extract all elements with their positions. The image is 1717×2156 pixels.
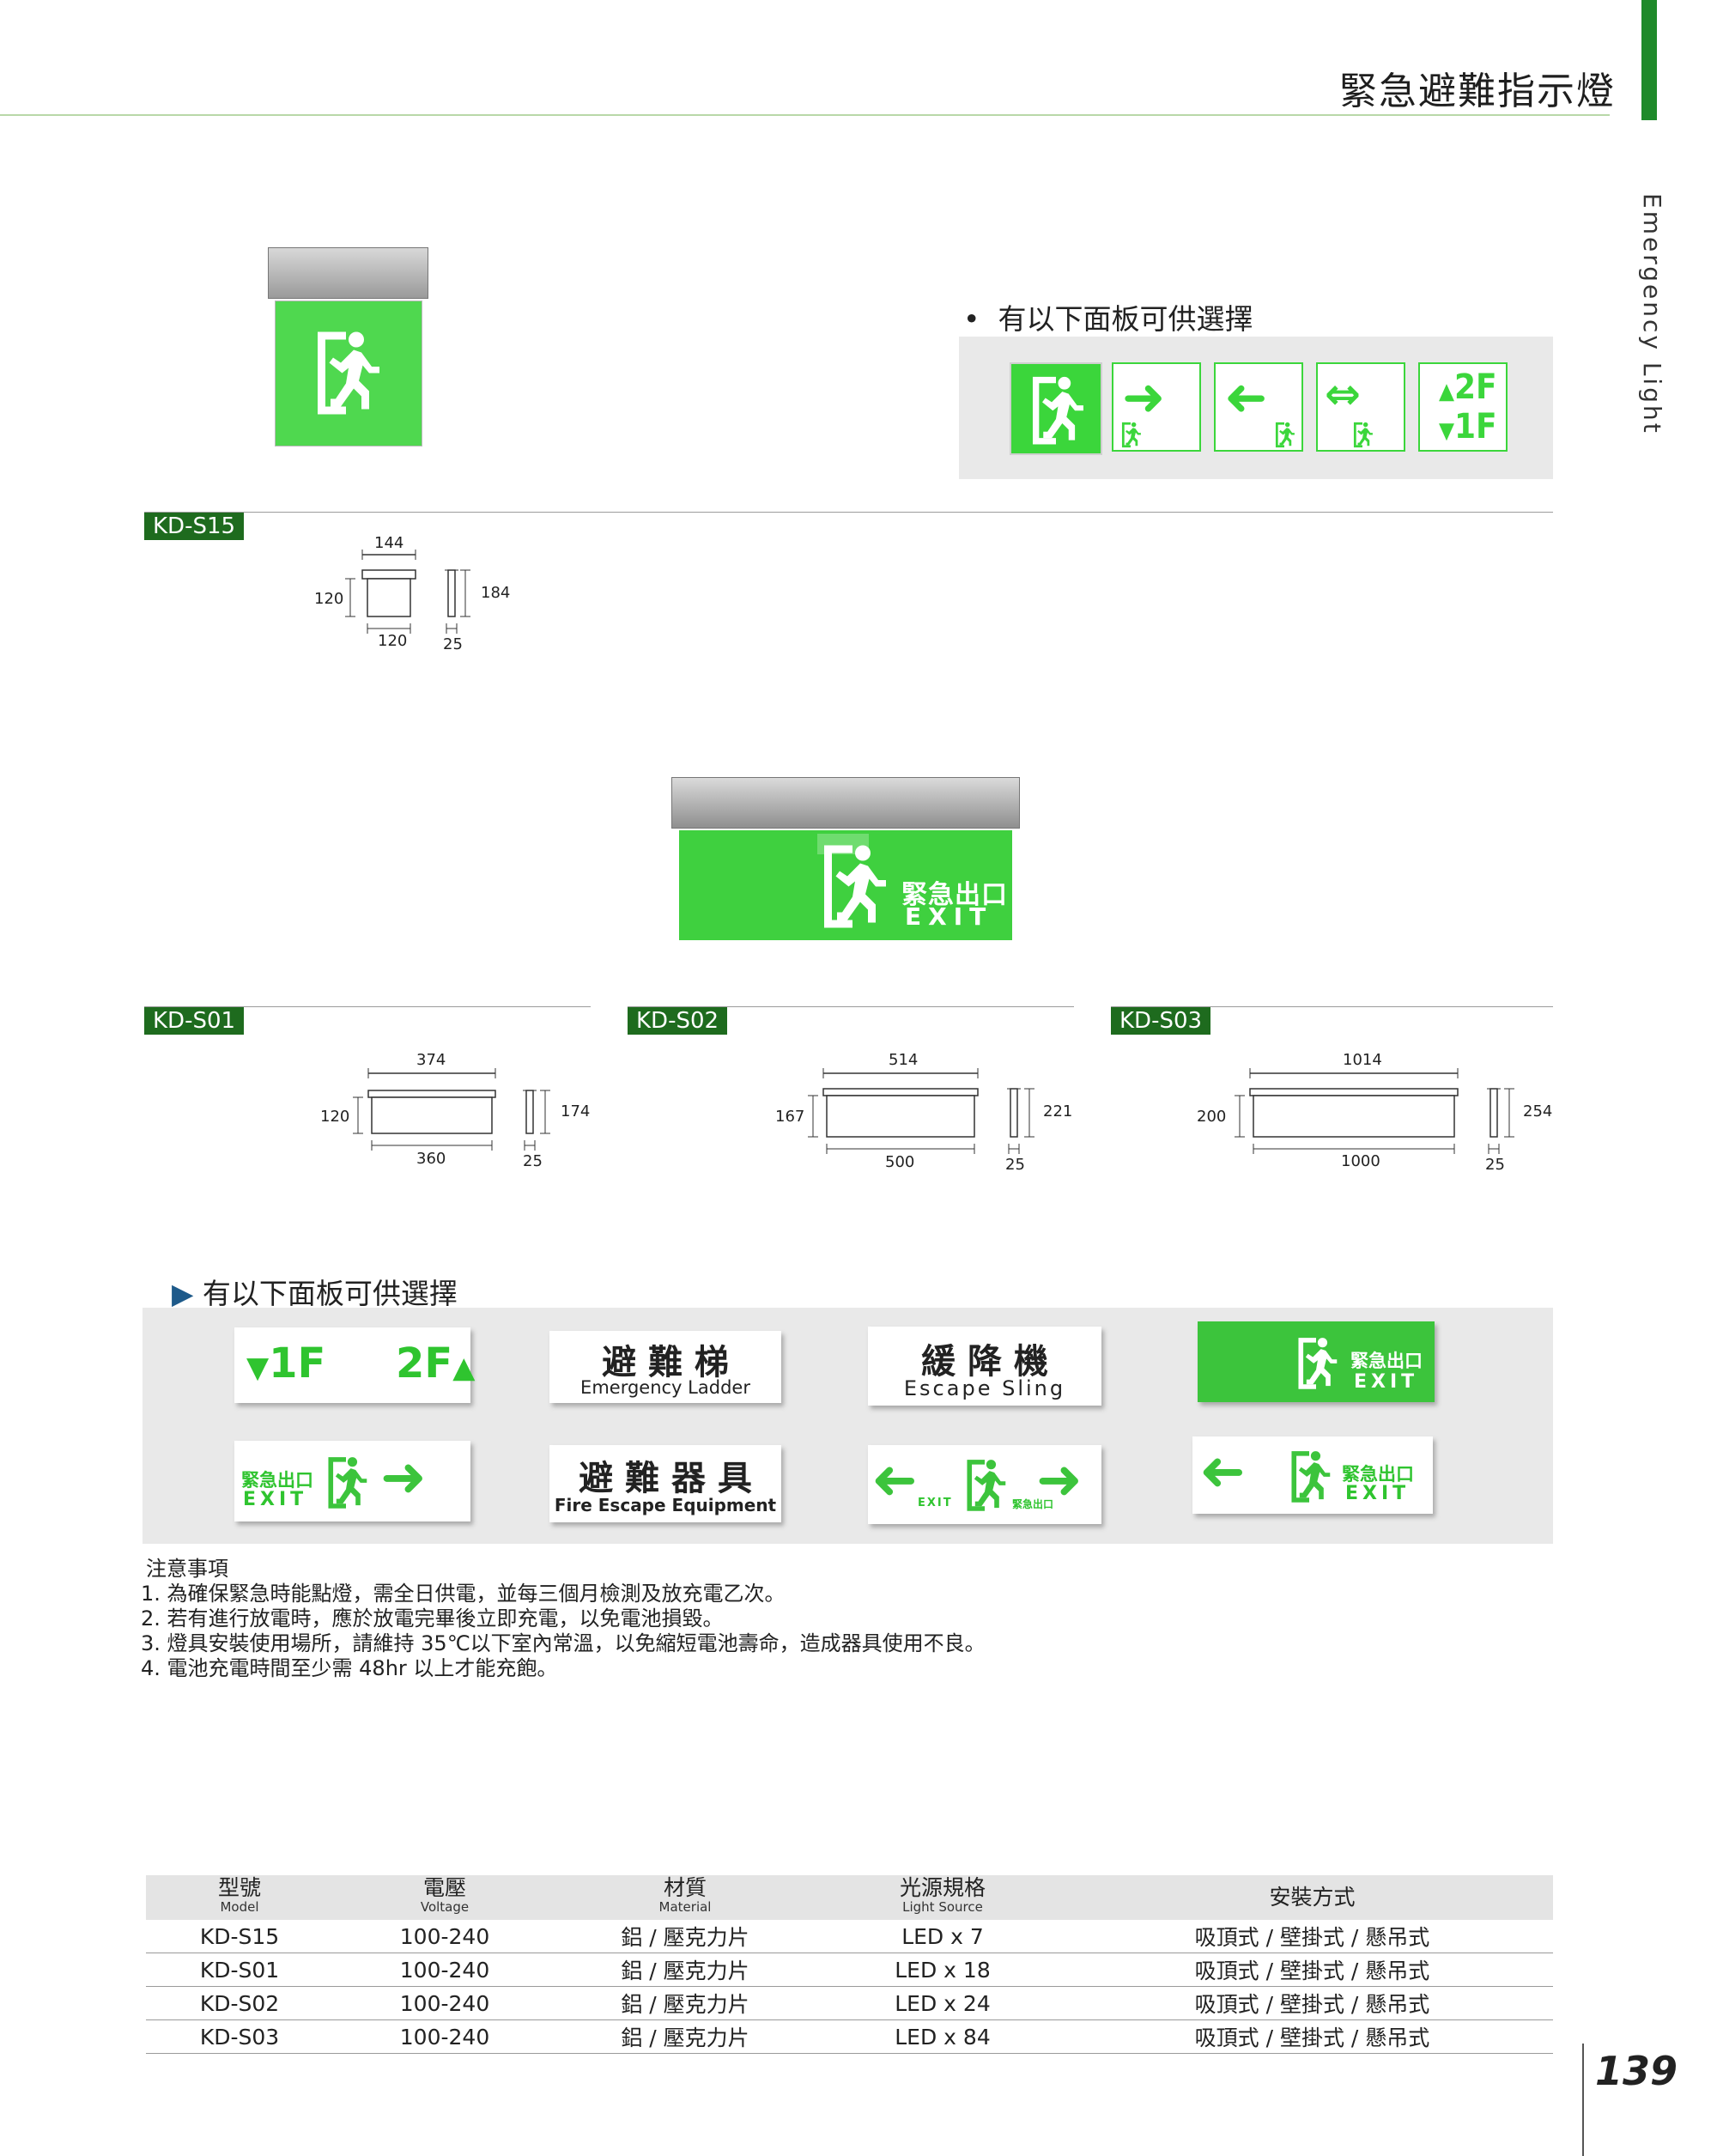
arrow-left-icon: ➜ — [1224, 367, 1268, 428]
panel-running-man — [1010, 362, 1102, 455]
running-man-icon — [1272, 421, 1296, 448]
svg-text:514: 514 — [889, 1051, 918, 1069]
svg-text:25: 25 — [1485, 1156, 1505, 1174]
kd-s02-divider — [628, 1006, 1074, 1007]
notes-list: 1. 為確保緊急時能點燈，需全日供電，並每三個月檢測及放充電乙次。 2. 若有進… — [141, 1582, 1549, 1681]
bottom-panels-box: ▼1F 2F▲ 避 難 梯 Emergency Ladder 緩 降 機 Esc… — [143, 1308, 1553, 1544]
svg-text:254: 254 — [1523, 1102, 1552, 1121]
svg-text:25: 25 — [1005, 1156, 1025, 1174]
running-man-icon — [1292, 1332, 1340, 1394]
running-man-icon — [307, 325, 385, 419]
running-man-icon — [1119, 421, 1143, 448]
note-item: 3. 燈具安裝使用場所，請維持 35℃以下室內常溫，以免縮短電池壽命，造成器具使… — [141, 1631, 986, 1655]
svg-text:200: 200 — [1197, 1108, 1226, 1126]
running-man-icon — [1350, 421, 1374, 448]
accent-bar — [1641, 0, 1657, 120]
kd-s15-divider — [144, 512, 1553, 513]
kd-s03-dimension-drawing: 1014 200 1000 254 25 — [1197, 1051, 1552, 1174]
svg-text:25: 25 — [443, 635, 463, 653]
panel-escape-sling: 緩 降 機 Escape Sling — [868, 1327, 1101, 1406]
top-panels-heading: • 有以下面板可供選擇 — [963, 302, 1253, 336]
running-man-icon — [1023, 373, 1089, 446]
kd-s02-dimension-drawing: 514 167 500 221 25 — [775, 1051, 1072, 1174]
panel-emergency-ladder: 避 難 梯 Emergency Ladder — [549, 1331, 781, 1403]
bottom-panels-heading: ▶ 有以下面板可供選擇 — [172, 1277, 458, 1310]
up-triangle-icon: ▲ — [452, 1351, 476, 1385]
running-man-icon — [322, 1453, 370, 1511]
panel-floor-1f-2f: ▼1F 2F▲ — [234, 1327, 475, 1403]
down-triangle-icon: ▼ — [1439, 418, 1454, 444]
kd-s15-product-image — [266, 247, 429, 446]
arrow-left-icon: ➜ — [871, 1448, 918, 1512]
panel-exit-arrow-both: ➜ EXIT 緊急出口 ➜ — [868, 1445, 1101, 1524]
kd-s02-tag: KD-S02 — [628, 1007, 728, 1035]
note-item: 2. 若有進行放電時，應於放電完畢後立即充電，以免電池損毀。 — [141, 1606, 724, 1631]
play-triangle-icon: ▶ — [172, 1277, 194, 1310]
svg-text:25: 25 — [523, 1152, 543, 1170]
arrow-both-icon: ⇔ — [1325, 369, 1361, 419]
kd-s01-divider — [144, 1006, 591, 1007]
kd-s01-dimension-drawing: 374 120 360 174 25 — [320, 1051, 590, 1170]
notes-title: 注意事項 — [146, 1557, 228, 1581]
sign-cn-text: 緊急出口 — [901, 880, 1008, 910]
svg-text:374: 374 — [416, 1051, 446, 1069]
svg-text:221: 221 — [1043, 1102, 1072, 1121]
arrow-right-icon: ➜ — [380, 1446, 427, 1509]
running-man-icon — [1285, 1447, 1333, 1505]
svg-text:184: 184 — [481, 584, 510, 602]
kd-s01-tag: KD-S01 — [144, 1007, 245, 1035]
arrow-left-icon: ➜ — [1199, 1440, 1246, 1503]
kd-s03-divider — [1111, 1006, 1553, 1007]
kd-s15-tag: KD-S15 — [144, 513, 245, 540]
arrow-right-icon: ➜ — [1036, 1448, 1083, 1512]
column-header: 安裝方式 — [1071, 1875, 1553, 1920]
panel-exit-green: 緊急出口 EXIT — [1198, 1321, 1435, 1402]
panel-exit-arrow-left: ➜ 緊急出口 EXIT — [1192, 1436, 1433, 1514]
up-triangle-icon: ▲ — [1439, 379, 1454, 404]
panel-arrow-right: ➜ — [1112, 362, 1201, 452]
svg-text:120: 120 — [378, 632, 407, 650]
sign-en-text: EXIT — [905, 902, 993, 931]
page-number: 139 — [1595, 2048, 1678, 2094]
panel-arrow-both: ⇔ — [1316, 362, 1405, 452]
panel-arrow-left: ➜ — [1214, 362, 1303, 452]
exit-sign-product-image: 緊急出口 EXIT — [671, 777, 1020, 940]
page-title: 緊急避難指示燈 — [1339, 70, 1616, 113]
panel-exit-arrow-right: 緊急出口 EXIT ➜ — [234, 1441, 470, 1521]
arrow-right-icon: ➜ — [1122, 367, 1166, 428]
note-item: 1. 為確保緊急時能點燈，需全日供電，並每三個月檢測及放充電乙次。 — [141, 1582, 786, 1606]
top-panels-box: ➜ ➜ ⇔ ▲2F ▼1F — [959, 337, 1553, 479]
page-number-divider — [1582, 2044, 1584, 2156]
kd-s03-tag: KD-S03 — [1111, 1007, 1211, 1035]
svg-text:500: 500 — [885, 1153, 914, 1171]
svg-text:360: 360 — [416, 1150, 446, 1168]
svg-text:1000: 1000 — [1341, 1152, 1380, 1170]
svg-text:144: 144 — [374, 534, 403, 552]
svg-text:120: 120 — [314, 590, 343, 608]
panel-fire-escape-equipment: 避 難 器 具 Fire Escape Equipment — [549, 1445, 781, 1522]
svg-text:167: 167 — [775, 1108, 804, 1126]
down-triangle-icon: ▼ — [246, 1351, 270, 1385]
note-item: 4. 電池充電時間至少需 48hr 以上才能充飽。 — [141, 1656, 558, 1680]
panel-floor: ▲2F ▼1F — [1418, 362, 1508, 452]
svg-text:1014: 1014 — [1343, 1051, 1382, 1069]
running-man-icon — [814, 839, 891, 932]
title-divider — [0, 114, 1610, 116]
side-label: Emergency Light — [1638, 193, 1666, 435]
running-man-icon — [961, 1455, 1009, 1514]
kd-s15-dimension-drawing: 144 120 120 184 25 — [314, 534, 510, 653]
svg-text:120: 120 — [320, 1108, 349, 1126]
svg-text:174: 174 — [561, 1102, 590, 1121]
